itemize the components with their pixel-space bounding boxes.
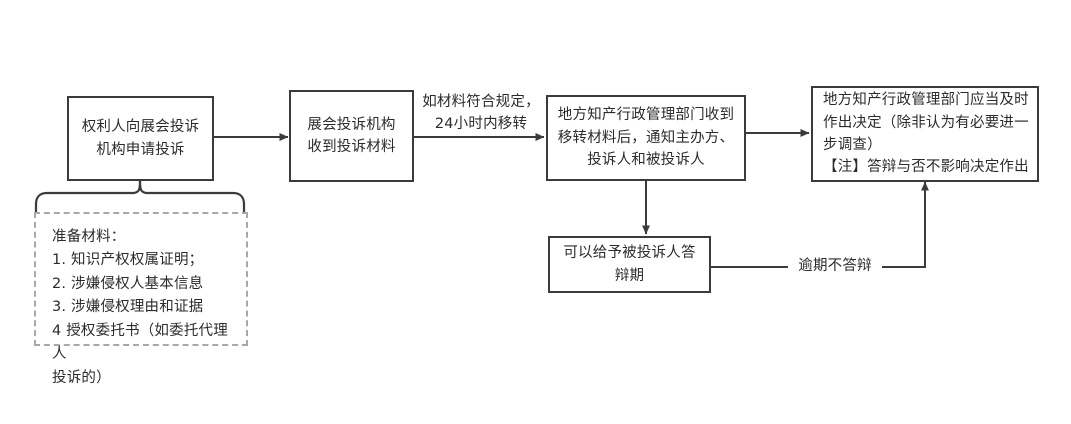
node-local-ip-dept-notify-label: 地方知产行政管理部门收到 移转材料后，通知主办方、 投诉人和被投诉人 [557,107,735,169]
node-rights-holder-apply-label: 权利人向展会投诉 机构申请投诉 [81,119,200,158]
brace-apply-to-note-right [138,179,246,214]
node-complaint-office-receive[interactable]: 展会投诉机构 收到投诉材料 [289,90,414,182]
node-local-ip-dept-decision-label: 地方知产行政管理部门应当及时 作出决定（除非认为有必要进一 步调查） 【注】答辩… [823,92,1029,176]
node-grant-defense-period[interactable]: 可以给予被投诉人答 辩期 [548,236,711,293]
edge-label-overdue-no-defense: 逾期不答辩 [788,256,882,278]
brace-apply-to-note [34,179,142,214]
note-required-materials[interactable]: 准备材料： 1. 知识产权权属证明； 2. 涉嫌侵权人基本信息 3. 涉嫌侵权理… [34,212,248,386]
node-grant-defense-period-label: 可以给予被投诉人答 辩期 [563,245,696,284]
node-local-ip-dept-notify[interactable]: 地方知产行政管理部门收到 移转材料后，通知主办方、 投诉人和被投诉人 [546,95,746,181]
edge-label-transfer-within-24h: 如材料符合规定， 24小时内移转 [422,94,540,132]
node-rights-holder-apply[interactable]: 权利人向展会投诉 机构申请投诉 [67,96,214,181]
node-local-ip-dept-decision[interactable]: 地方知产行政管理部门应当及时 作出决定（除非认为有必要进一 步调查） 【注】答辩… [811,86,1039,182]
node-complaint-office-receive-label: 展会投诉机构 收到投诉材料 [307,116,396,155]
connector-defense-to-decision [711,181,929,268]
